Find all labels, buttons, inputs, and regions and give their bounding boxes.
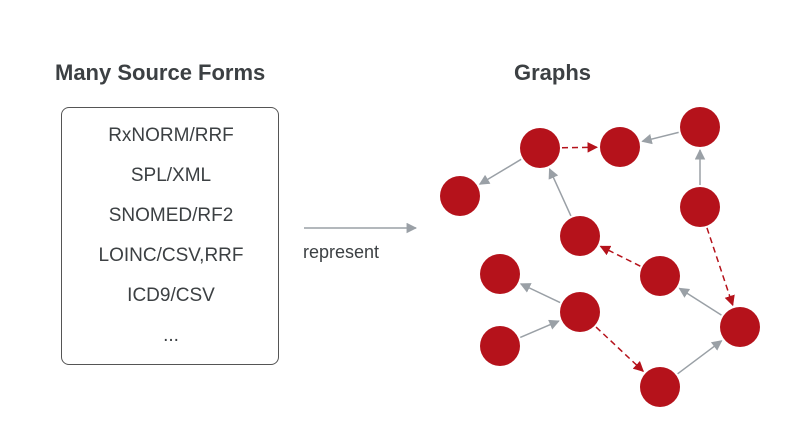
dashed-edge-4 <box>595 326 644 372</box>
graph-nodes <box>440 107 760 407</box>
graph-node-n8 <box>480 254 520 294</box>
solid-edge-4 <box>548 167 572 217</box>
source-item-rxnorm: RxNORM/RRF <box>108 125 234 146</box>
solid-edge-6 <box>519 283 561 304</box>
graph-node-n5 <box>680 187 720 227</box>
source-item-spl: SPL/XML <box>130 165 212 186</box>
represent-label: represent <box>303 242 380 262</box>
graph-node-n4 <box>440 176 480 216</box>
solid-edge-2 <box>641 131 679 145</box>
solid-edge-1 <box>478 158 522 185</box>
graph-node-n7 <box>640 256 680 296</box>
graph-node-n12 <box>640 367 680 407</box>
graph-node-n9 <box>560 292 600 332</box>
source-forms-title: Many Source Forms <box>55 60 266 85</box>
source-item-loinc: LOINC/CSV,RRF <box>98 245 244 266</box>
source-forms-box: RxNORM/RRF SPL/XML SNOMED/RF2 LOINC/CSV,… <box>61 107 279 365</box>
solid-edge-8 <box>677 340 723 375</box>
graph-node-n11 <box>480 326 520 366</box>
source-item-ellipsis: ... <box>163 325 179 346</box>
graph-node-n10 <box>720 307 760 347</box>
graphs-title: Graphs <box>514 60 592 85</box>
graph-node-n3 <box>680 107 720 147</box>
graph-node-n1 <box>520 128 560 168</box>
dashed-edge-2 <box>599 245 641 267</box>
graph-edges <box>478 131 735 375</box>
graph-node-n6 <box>560 216 600 256</box>
graph-node-n2 <box>600 127 640 167</box>
solid-edge-7 <box>519 319 560 339</box>
solid-edge-5 <box>678 287 722 316</box>
dashed-edge-3 <box>706 227 735 307</box>
source-item-snomed: SNOMED/RF2 <box>108 205 234 226</box>
source-item-icd9: ICD9/CSV <box>127 285 215 306</box>
